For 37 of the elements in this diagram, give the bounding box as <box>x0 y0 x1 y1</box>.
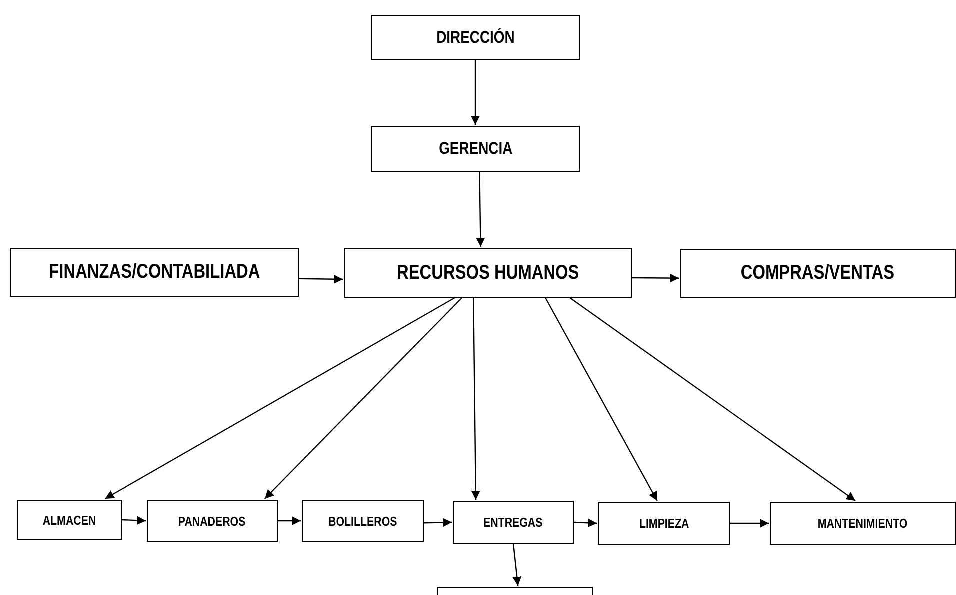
box-label: RECURSOS HUMANOS <box>396 262 580 284</box>
org-box <box>302 500 424 542</box>
arrow <box>299 274 343 284</box>
box-label: LIMPIEZA <box>639 516 689 531</box>
arrow <box>545 298 658 502</box>
org-box <box>680 249 956 298</box>
box-label: GERENCIA <box>438 139 512 159</box>
box-label: FINANZAS/CONTABILIADA <box>48 261 260 284</box>
arrow <box>730 519 769 528</box>
box-label: BOLILLEROS <box>328 514 398 528</box>
arrow <box>632 274 679 283</box>
org-box <box>17 500 122 540</box>
box-label: PANADEROS <box>178 514 246 528</box>
org-box <box>147 500 278 542</box>
org-box <box>453 501 574 544</box>
org-box <box>371 15 580 60</box>
arrow <box>471 298 480 500</box>
org-box <box>770 502 956 545</box>
org-box <box>344 248 632 298</box>
arrow <box>264 298 462 500</box>
box-label: DIRECCIÓN <box>436 28 515 48</box>
box-label: ALMACEN <box>42 512 96 528</box>
arrow <box>104 297 456 500</box>
arrow <box>512 544 522 586</box>
arrow <box>471 60 480 125</box>
arrow <box>278 516 301 526</box>
arrow <box>476 172 486 247</box>
box-label: ENTREGAS <box>484 515 544 530</box>
arrow <box>570 298 856 502</box>
arrow <box>122 516 146 526</box>
org-box <box>371 126 580 172</box>
org-box <box>598 502 730 545</box>
org-box <box>10 248 299 297</box>
arrow <box>574 518 598 528</box>
box-label: MANTENIMIENTO <box>818 516 908 531</box>
arrow <box>424 518 452 528</box>
box-label: COMPRAS/VENTAS <box>741 262 895 285</box>
